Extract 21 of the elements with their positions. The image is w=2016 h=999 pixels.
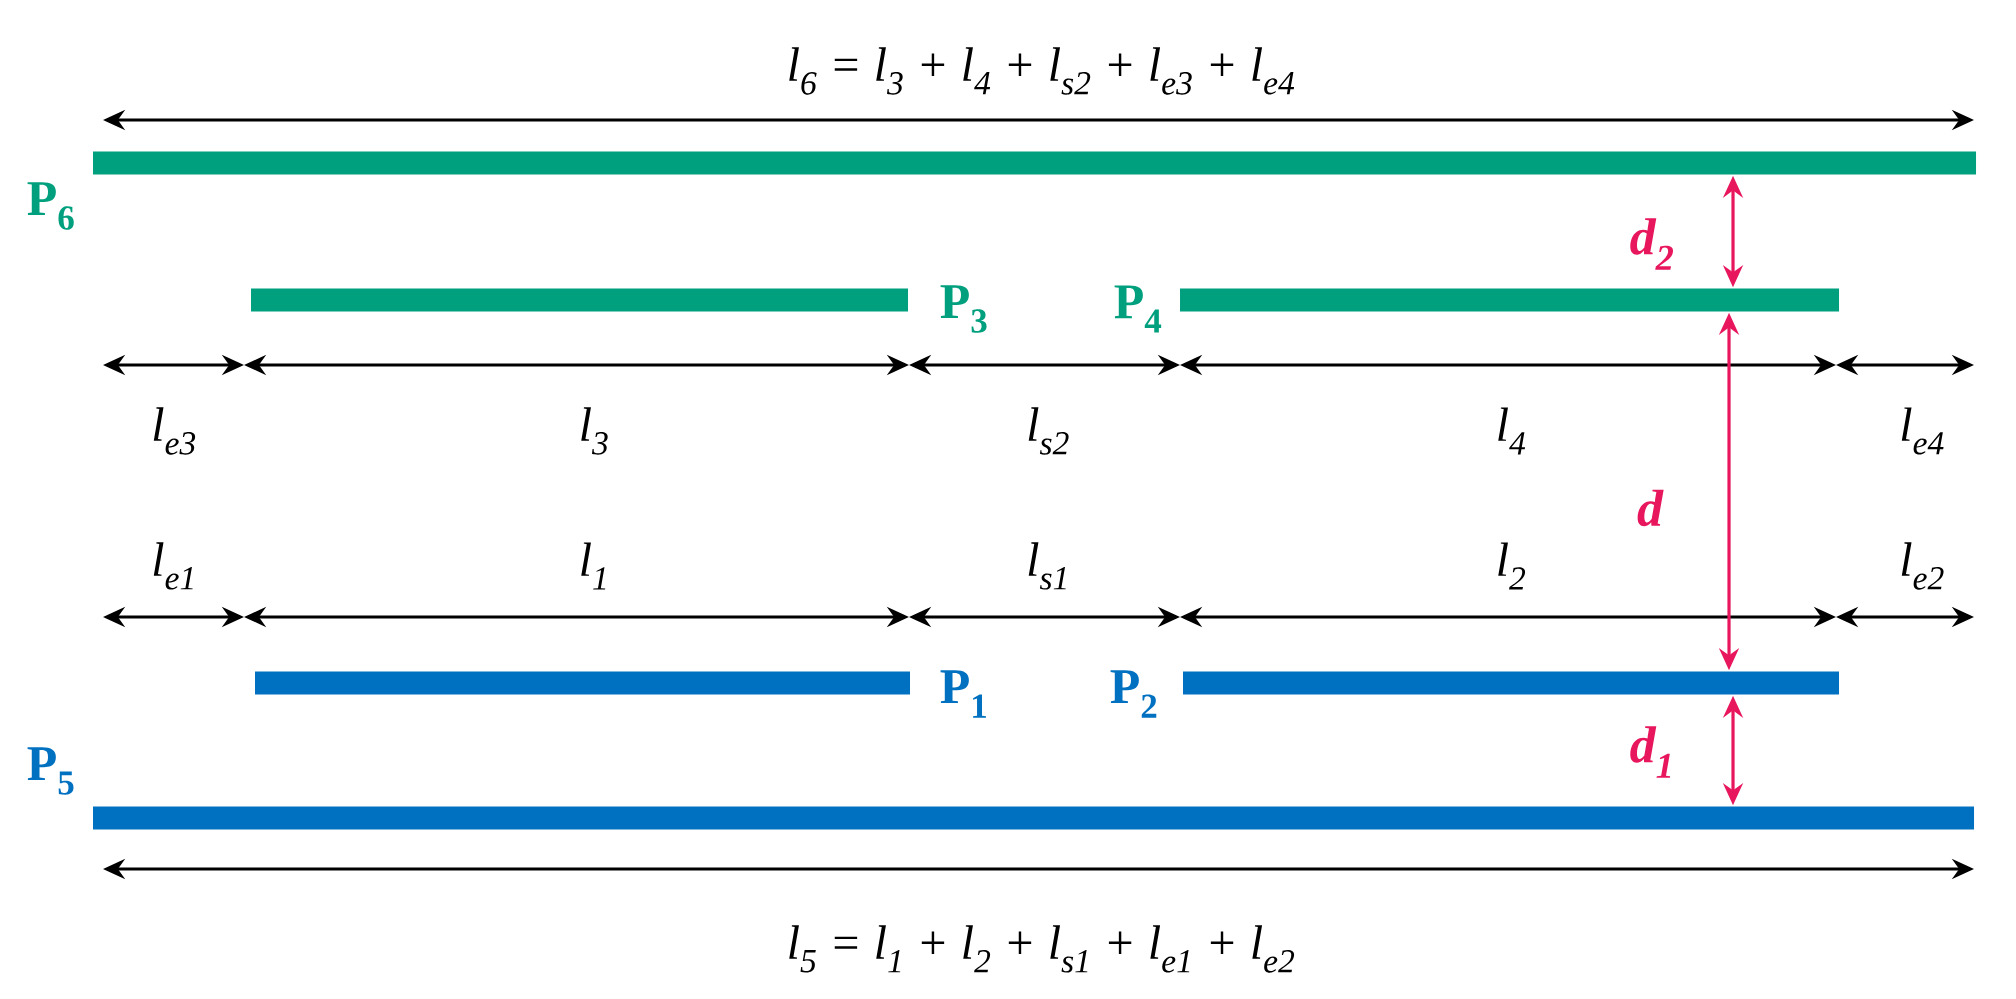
bar-label: P$_{3}$ xyxy=(940,285,987,333)
bar-label: P$_{1}$ xyxy=(940,670,986,718)
dimension-label: l$_{6}$ = l$_{3}$ + l$_{4}$ + l$_{s2}$ + l$_{e3}$ + l$_{e4}$ xyxy=(789,47,1295,95)
dimension-label: l$_{1}$ xyxy=(581,542,606,590)
edge-label: d$_{2}$ xyxy=(1630,218,1674,270)
dimension-label: l$_{e1}$ xyxy=(153,542,193,590)
bar-label: P$_{2}$ xyxy=(1110,670,1157,718)
dimension-label: l$_{2}$ xyxy=(1498,542,1526,590)
dimension-label: l$_{s1}$ xyxy=(1028,542,1066,590)
dimension-label: l$_{e2}$ xyxy=(1901,542,1944,590)
edge-label: d$_{1}$ xyxy=(1630,726,1671,778)
dimension-label: l$_{4}$ xyxy=(1498,407,1526,455)
bar-label: P$_{4}$ xyxy=(1114,285,1162,333)
dimension-label: l$_{5}$ = l$_{1}$ + l$_{2}$ + l$_{s1}$ + l$_{e1}$ + l$_{e2}$ xyxy=(789,925,1295,973)
edge-label: d xyxy=(1637,489,1664,527)
dimension-label: l$_{e3}$ xyxy=(153,407,196,455)
dimension-label: l$_{3}$ xyxy=(581,407,608,455)
dimension-label: l$_{e4}$ xyxy=(1901,407,1944,455)
bar-label: P$_{5}$ xyxy=(27,747,74,795)
dimension-label: l$_{s2}$ xyxy=(1028,407,1069,455)
bar-label: P$_{6}$ xyxy=(27,182,74,230)
